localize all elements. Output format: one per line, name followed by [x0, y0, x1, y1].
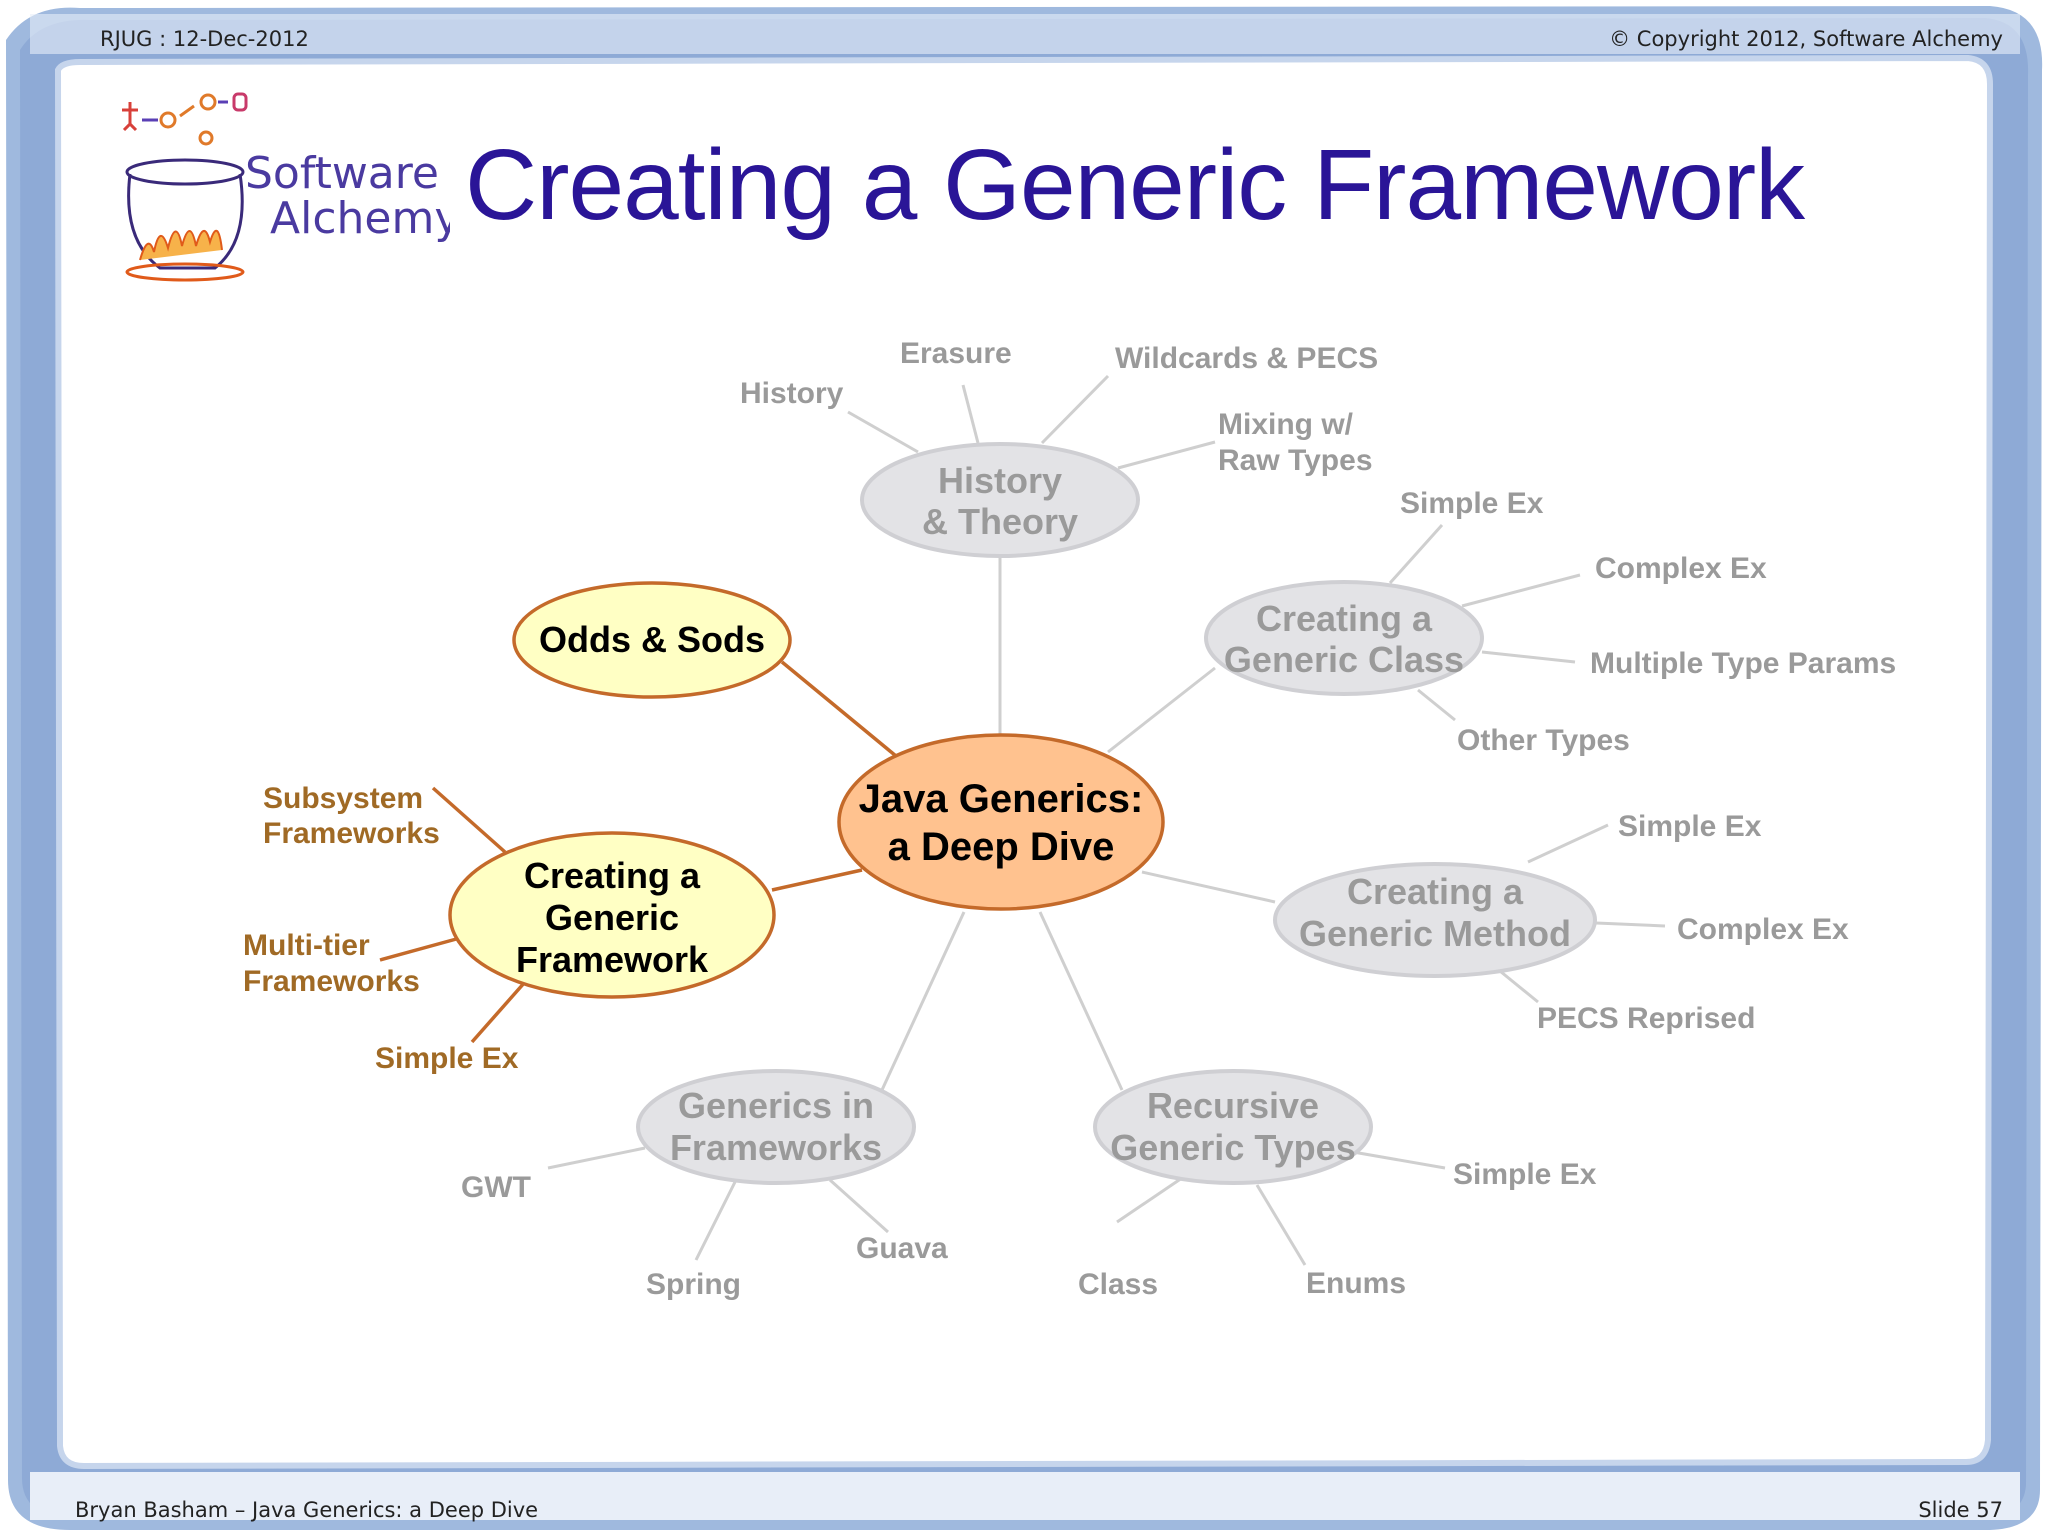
node-history-label-2: & Theory	[922, 501, 1078, 542]
leaf-gclass-multiple[interactable]: Multiple Type Params	[1590, 647, 1896, 680]
leaf-wildcards-pecs[interactable]: Wildcards & PECS	[1115, 342, 1378, 375]
logo-text-alchemy: Alchemy	[270, 193, 450, 244]
connector-history-erasure	[961, 384, 980, 444]
node-odds-sods[interactable]: Odds & Sods	[512, 581, 792, 699]
connector-gclass-multiple	[1481, 650, 1576, 664]
leaf-frameworks-guava[interactable]: Guava	[856, 1232, 948, 1265]
node-frameworks-label-1: Generics in	[678, 1085, 874, 1126]
node-gmethod-label-1: Creating a	[1347, 871, 1524, 912]
connector-center-gmethod	[1141, 870, 1276, 904]
connector-framework-multitier	[379, 936, 461, 962]
node-recursive-generic-types[interactable]: Recursive Generic Types	[1093, 1069, 1373, 1185]
connector-history-mixing	[1117, 440, 1216, 470]
node-framework-label-2: Generic	[545, 897, 679, 938]
active-leaves: Subsystem Frameworks Multi-tier Framewor…	[243, 782, 519, 1075]
connector-frameworks-spring	[694, 1181, 737, 1261]
connector-gclass-simple	[1388, 523, 1444, 585]
header-copyright: © Copyright 2012, Software Alchemy	[1609, 27, 2003, 51]
connector-frameworks-guava	[828, 1178, 890, 1234]
connector-recursive-simple	[1352, 1150, 1446, 1170]
slide-title: Creating a Generic Framework	[465, 129, 1805, 241]
leaf-gclass-simple[interactable]: Simple Ex	[1400, 487, 1544, 520]
leaf-gmethod-complex[interactable]: Complex Ex	[1677, 913, 1849, 946]
gray-leaves: History Erasure Wildcards & PECS Mixing …	[461, 337, 1896, 1301]
node-center-java-generics[interactable]: Java Generics: a Deep Dive	[837, 733, 1165, 911]
leaf-gclass-other[interactable]: Other Types	[1457, 724, 1630, 757]
leaf-history[interactable]: History	[740, 377, 844, 410]
node-recursive-label-1: Recursive	[1147, 1085, 1319, 1126]
node-odds-label: Odds & Sods	[539, 619, 765, 660]
logo-symbols-icon	[122, 92, 248, 146]
leaf-recursive-class[interactable]: Class	[1078, 1268, 1158, 1301]
node-framework-label-3: Framework	[516, 939, 709, 980]
connector-gmethod-simple	[1527, 823, 1609, 864]
node-creating-generic-framework[interactable]: Creating a Generic Framework	[448, 831, 776, 999]
leaf-mixing-2[interactable]: Raw Types	[1218, 444, 1373, 477]
leaf-multitier-2[interactable]: Frameworks	[243, 965, 420, 998]
leaf-frameworks-gwt[interactable]: GWT	[461, 1171, 531, 1204]
connector-gclass-other	[1417, 688, 1456, 722]
leaf-gclass-complex[interactable]: Complex Ex	[1595, 552, 1767, 585]
leaf-mixing-1[interactable]: Mixing w/	[1218, 408, 1354, 441]
connector-frameworks-gwt	[547, 1146, 646, 1170]
logo-text-software: Software	[245, 148, 439, 199]
node-history-label-1: History	[938, 460, 1062, 501]
connector-framework-subsystem	[431, 786, 507, 854]
node-frameworks-label-2: Frameworks	[670, 1127, 882, 1168]
footer-author: Bryan Basham – Java Generics: a Deep Div…	[75, 1498, 539, 1522]
connector-center-odds	[780, 660, 898, 758]
leaf-gmethod-pecs[interactable]: PECS Reprised	[1537, 1002, 1755, 1035]
leaf-gmethod-simple[interactable]: Simple Ex	[1618, 810, 1762, 843]
leaf-framework-simple[interactable]: Simple Ex	[375, 1042, 519, 1075]
header-date: RJUG : 12-Dec-2012	[100, 27, 309, 51]
node-recursive-label-2: Generic Types	[1110, 1127, 1355, 1168]
active-connectors	[379, 660, 898, 1044]
node-center-label-2: a Deep Dive	[888, 825, 1115, 869]
leaf-frameworks-spring[interactable]: Spring	[646, 1268, 741, 1301]
node-generic-method[interactable]: Creating a Generic Method	[1273, 862, 1597, 978]
leaf-subsystem-1[interactable]: Subsystem	[263, 782, 423, 815]
node-center-label-1: Java Generics:	[859, 777, 1144, 821]
connector-recursive-class	[1116, 1176, 1183, 1224]
leaf-recursive-simple[interactable]: Simple Ex	[1453, 1158, 1597, 1191]
gray-connectors	[547, 374, 1666, 1266]
connector-history-history	[847, 410, 919, 454]
connector-center-gclass	[1107, 666, 1216, 754]
connector-gclass-complex	[1461, 573, 1581, 608]
connector-center-framework	[771, 868, 863, 892]
connector-framework-simple	[470, 980, 527, 1044]
leaf-subsystem-2[interactable]: Frameworks	[263, 817, 440, 850]
node-framework-label-1: Creating a	[524, 855, 701, 896]
node-history-theory[interactable]: History & Theory	[860, 442, 1140, 558]
connector-history-wildcards	[1040, 374, 1110, 445]
node-gmethod-label-2: Generic Method	[1299, 913, 1571, 954]
connector-center-recursive	[1038, 911, 1124, 1091]
connector-gmethod-complex	[1595, 921, 1666, 928]
node-gclass-label-2: Generic Class	[1224, 639, 1464, 680]
connector-recursive-enums	[1255, 1184, 1307, 1266]
node-generic-class[interactable]: Creating a Generic Class	[1204, 580, 1484, 696]
leaf-recursive-enums[interactable]: Enums	[1306, 1267, 1406, 1300]
node-generics-in-frameworks[interactable]: Generics in Frameworks	[636, 1069, 916, 1185]
leaf-multitier-1[interactable]: Multi-tier	[243, 929, 370, 962]
software-alchemy-logo: Software Alchemy	[122, 92, 450, 282]
cauldron-icon	[125, 158, 245, 282]
connector-center-frameworks	[880, 911, 966, 1091]
leaf-erasure[interactable]: Erasure	[900, 337, 1012, 370]
footer-slide-number: Slide 57	[1918, 1498, 2003, 1522]
node-gclass-label-1: Creating a	[1256, 598, 1433, 639]
